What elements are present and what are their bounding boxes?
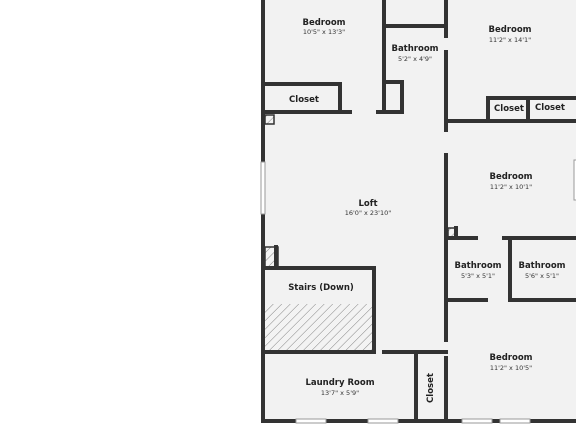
room-name: Bedroom	[489, 353, 532, 363]
room-closet-right-a: Closet	[494, 104, 524, 114]
room-dims: 5'6" x 5'1"	[525, 272, 559, 280]
room-dims: 16'0" x 23'10"	[345, 209, 391, 217]
room-bedroom-bottom-right: Bedroom 11'2" x 10'5"	[489, 353, 532, 372]
room-stairs: Stairs (Down)	[288, 283, 354, 293]
room-name: Closet	[426, 373, 436, 403]
room-name: Loft	[358, 199, 377, 209]
room-dims: 13'7" x 5'9"	[321, 389, 359, 397]
room-bathroom-mid-b: Bathroom 5'6" x 5'1"	[518, 261, 565, 280]
room-name: Closet	[289, 95, 319, 105]
room-dims: 5'3" x 5'1"	[461, 272, 495, 280]
room-dims: 11'2" x 10'1"	[490, 183, 532, 191]
room-bedroom-top-left: Bedroom 10'5" x 13'3"	[302, 18, 345, 36]
room-laundry: Laundry Room 13'7" x 5'9"	[305, 378, 374, 397]
room-closet-left: Closet	[289, 95, 319, 105]
room-name: Closet	[535, 103, 565, 113]
room-loft: Loft 16'0" x 23'10"	[345, 199, 391, 217]
room-dims: 5'2" x 4'9"	[398, 55, 432, 63]
room-name: Bedroom	[302, 18, 345, 28]
room-name: Bathroom	[454, 261, 501, 271]
duct-hatch-1	[264, 114, 275, 125]
room-closet-vertical: Closet	[426, 373, 436, 403]
room-name: Bathroom	[518, 261, 565, 271]
room-name: Stairs (Down)	[288, 283, 354, 293]
room-dims: 11'2" x 14'1"	[489, 36, 531, 44]
room-name: Bathroom	[391, 44, 438, 54]
stairs-landing	[264, 268, 374, 304]
room-name: Laundry Room	[305, 378, 374, 388]
room-dims: 11'2" x 10'5"	[490, 364, 532, 372]
room-bedroom-top-right: Bedroom 11'2" x 14'1"	[488, 25, 531, 44]
room-bedroom-mid-right: Bedroom 11'2" x 10'1"	[489, 172, 532, 191]
room-closet-right-b: Closet	[535, 103, 565, 113]
room-dims: 10'5" x 13'3"	[303, 28, 345, 36]
room-bathroom-top: Bathroom 5'2" x 4'9"	[391, 44, 438, 63]
room-bathroom-mid-a: Bathroom 5'3" x 5'1"	[454, 261, 501, 280]
room-name: Bedroom	[488, 25, 531, 35]
room-name: Closet	[494, 104, 524, 114]
room-name: Bedroom	[489, 172, 532, 182]
windows	[260, 159, 576, 424]
